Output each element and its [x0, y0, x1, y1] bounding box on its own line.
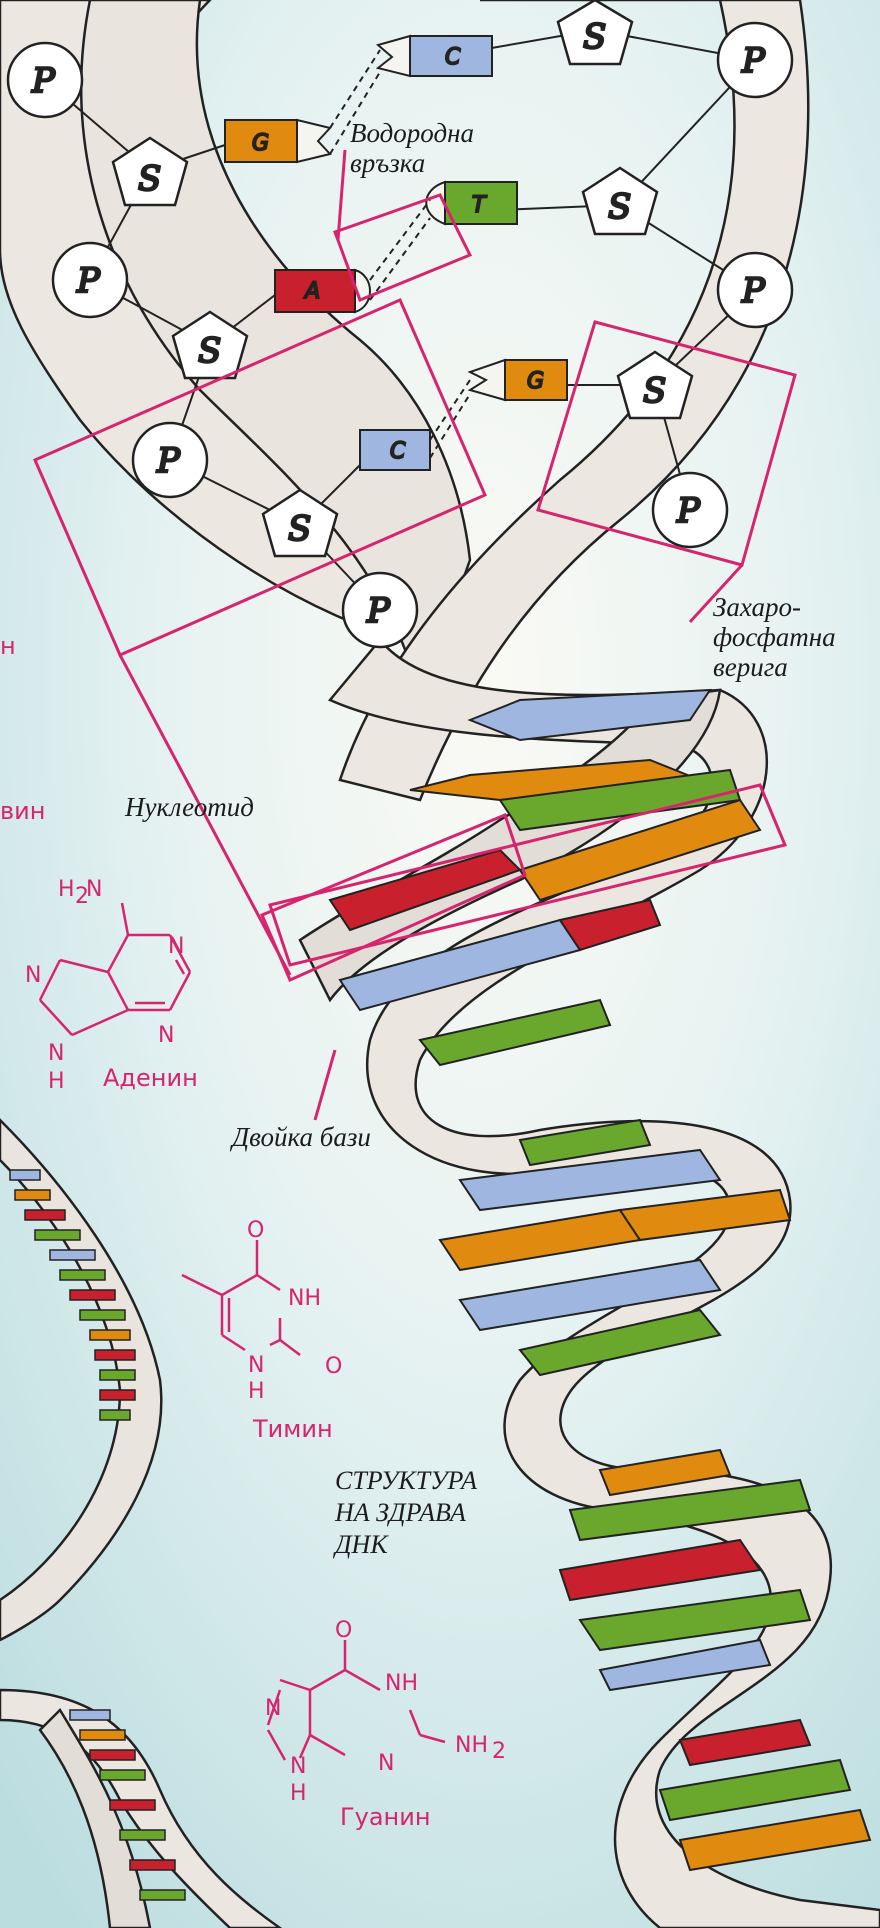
svg-text:G: G — [527, 369, 544, 394]
svg-text:NH: NH — [455, 1733, 488, 1758]
svg-text:H: H — [48, 1069, 65, 1094]
sugar-phosphate-label-line1: Захаро- — [713, 592, 836, 622]
edge-text-top: н — [0, 632, 16, 660]
svg-text:N: N — [25, 963, 41, 988]
svg-text:P: P — [741, 271, 766, 311]
svg-text:N: N — [290, 1754, 306, 1779]
svg-text:H: H — [290, 1781, 307, 1806]
svg-text:G: G — [252, 131, 269, 156]
guanine-name: Гуанин — [340, 1803, 431, 1831]
phosphate-node: P — [133, 423, 207, 497]
svg-text:H: H — [248, 1379, 265, 1404]
structure-title-line1: СТРУКТУРА — [335, 1465, 477, 1497]
adenine-name: Аденин — [103, 1064, 198, 1092]
svg-text:N: N — [378, 1751, 394, 1776]
nucleotide-label: Нуклеотид — [125, 792, 254, 822]
svg-text:N: N — [265, 1696, 281, 1721]
base-g-low: G — [470, 360, 567, 400]
svg-text:N: N — [248, 1353, 264, 1378]
base-pair-label: Двойка бази — [232, 1122, 371, 1152]
sugar-phosphate-label-line2: фосфатна — [713, 622, 836, 652]
phosphate-node: P — [718, 23, 792, 97]
base-c-low: C — [360, 430, 430, 470]
svg-text:P: P — [31, 61, 56, 101]
edge-text-bottom: вин — [0, 797, 45, 825]
svg-text:S: S — [138, 159, 161, 199]
svg-text:S: S — [288, 509, 311, 549]
svg-text:N: N — [48, 1041, 64, 1066]
sugar-phosphate-label: Захаро- фосфатна верига — [713, 592, 836, 682]
hydrogen-bond-label-line1: Водородна — [350, 118, 474, 148]
svg-text:N: N — [158, 1023, 174, 1048]
svg-text:O: O — [335, 1618, 352, 1643]
svg-text:NH: NH — [288, 1286, 321, 1311]
base-c-top: C — [378, 36, 492, 76]
hydrogen-bond-label: Водородна връзка — [350, 118, 474, 178]
svg-text:P: P — [366, 591, 391, 631]
svg-text:P: P — [741, 41, 766, 81]
structure-title: СТРУКТУРА НА ЗДРАВА ДНК — [335, 1465, 477, 1561]
base-t-mid: T — [426, 182, 517, 224]
svg-text:P: P — [76, 261, 101, 301]
svg-text:O: O — [247, 1218, 264, 1243]
svg-text:S: S — [583, 17, 606, 57]
phosphate-node: P — [53, 243, 127, 317]
phosphate-node: P — [653, 473, 727, 547]
svg-text:P: P — [676, 491, 701, 531]
thymine-name: Тимин — [253, 1415, 333, 1443]
svg-text:2: 2 — [492, 1739, 506, 1764]
svg-text:N: N — [86, 877, 102, 902]
svg-text:P: P — [156, 441, 181, 481]
sugar-phosphate-label-line3: верига — [713, 652, 836, 682]
hydrogen-bond-label-line2: връзка — [350, 148, 474, 178]
base-g-top: G — [225, 120, 330, 162]
phosphate-node: P — [718, 253, 792, 327]
structure-title-line2: НА ЗДРАВА — [335, 1497, 477, 1529]
phosphate-node: P — [8, 43, 82, 117]
structure-title-line3: ДНК — [335, 1529, 477, 1561]
phosphate-node: P — [343, 573, 417, 647]
svg-text:S: S — [608, 187, 631, 227]
svg-text:T: T — [472, 193, 487, 218]
svg-text:S: S — [643, 371, 666, 411]
svg-text:N: N — [168, 934, 184, 959]
svg-text:O: O — [325, 1354, 342, 1379]
svg-text:C: C — [390, 439, 406, 464]
svg-text:A: A — [303, 279, 320, 304]
svg-text:H: H — [58, 877, 75, 902]
svg-text:NH: NH — [385, 1671, 418, 1696]
svg-text:S: S — [198, 331, 221, 371]
svg-text:C: C — [445, 45, 461, 70]
